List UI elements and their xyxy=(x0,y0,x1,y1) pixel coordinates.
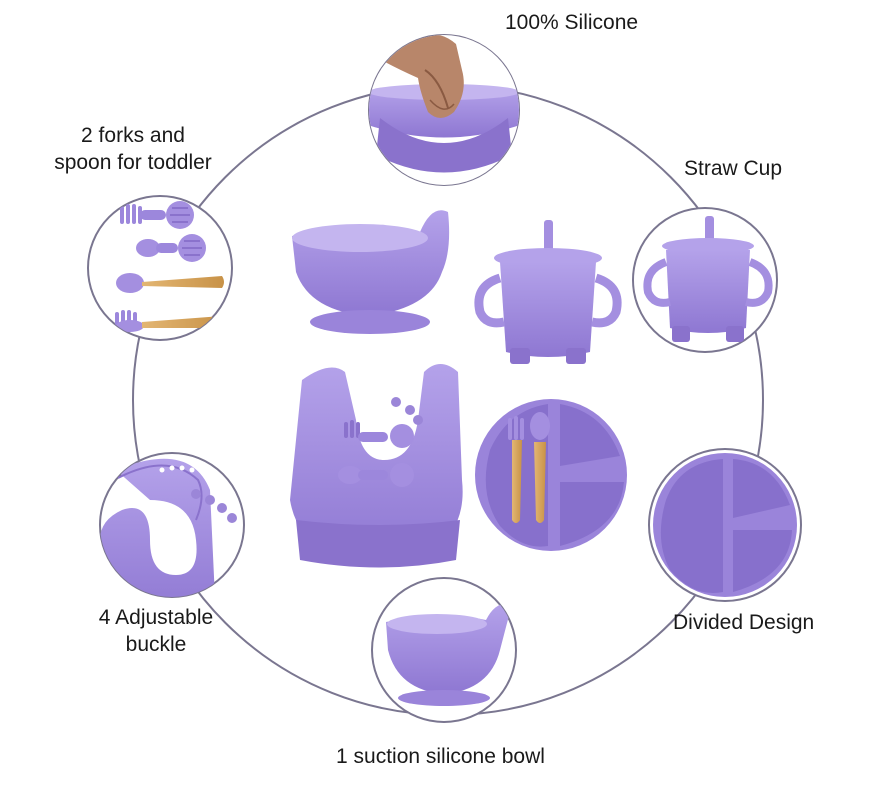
center-divided-plate-image xyxy=(475,399,627,551)
bib-detail-circle xyxy=(99,452,245,598)
utensils-detail-circle xyxy=(87,195,233,341)
divided-plate-detail-circle xyxy=(648,448,802,602)
bowl-detail-circle xyxy=(371,577,517,723)
center-straw-cup-image xyxy=(474,220,622,364)
silicone-detail-circle xyxy=(368,34,520,186)
label-forks-line2: spoon for toddler xyxy=(54,151,212,174)
label-suction-bowl: 1 suction silicone bowl xyxy=(336,745,545,768)
center-bowl-image xyxy=(292,210,450,334)
fork-icon xyxy=(120,201,194,229)
center-bib-image xyxy=(290,364,463,568)
label-buckle-line2: buckle xyxy=(125,633,187,656)
straw-cup-detail-circle xyxy=(632,207,778,353)
label-buckle: 4 Adjustable buckle xyxy=(86,604,226,658)
label-divided-design: Divided Design xyxy=(673,611,815,634)
wood-fork-icon xyxy=(115,310,224,332)
hand-image xyxy=(380,35,464,118)
spoon-icon xyxy=(136,234,206,262)
wood-spoon-icon xyxy=(116,273,224,293)
label-buckle-line1: 4 Adjustable xyxy=(98,606,214,629)
label-forks: 2 forks and spoon for toddler xyxy=(38,122,228,176)
label-silicone: 100% Silicone xyxy=(505,11,639,34)
label-straw-cup: Straw Cup xyxy=(684,157,783,180)
label-forks-line1: 2 forks and xyxy=(81,124,185,147)
